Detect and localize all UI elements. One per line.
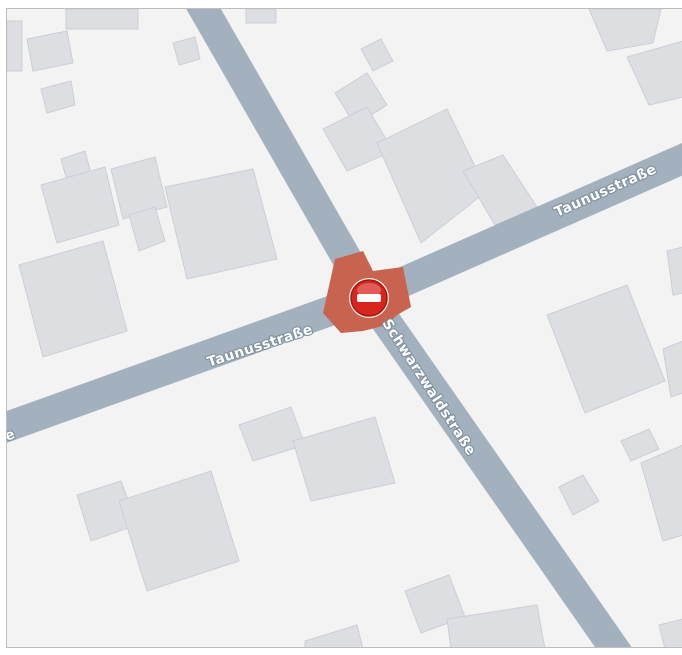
roads (7, 9, 682, 648)
building (558, 474, 600, 516)
building (164, 168, 278, 280)
road-taunusstrasse-east[interactable] (362, 142, 682, 311)
building (666, 246, 682, 296)
building (360, 38, 394, 72)
map-view[interactable]: Taunusstraße Taunusstraße Taunusstraße T… (6, 8, 682, 648)
building (640, 444, 682, 542)
building (334, 72, 388, 126)
road-taunusstrasse-west[interactable] (7, 282, 375, 443)
building (546, 284, 666, 414)
building (40, 80, 76, 114)
map-canvas[interactable]: Taunusstraße Taunusstraße Taunusstraße T… (7, 9, 682, 648)
building (7, 20, 23, 72)
building (110, 156, 168, 220)
building (172, 36, 201, 66)
building (245, 9, 277, 24)
building (658, 618, 682, 647)
building (626, 40, 682, 106)
street-label-edge-fragment: e (7, 426, 18, 445)
building (662, 340, 682, 398)
building (128, 206, 166, 252)
building (304, 624, 364, 647)
building (40, 166, 120, 244)
buildings (7, 9, 682, 647)
building (446, 604, 546, 647)
building (18, 240, 128, 358)
building (588, 9, 662, 52)
building (292, 416, 396, 502)
building (118, 470, 240, 592)
road-schwarzwaldstrasse-south[interactable] (356, 288, 632, 648)
building (65, 9, 139, 30)
building (26, 30, 74, 72)
street-label-halo: e (7, 426, 18, 445)
road-schwarzwaldstrasse-north[interactable] (186, 9, 383, 305)
no-entry-icon[interactable] (349, 278, 389, 318)
building (620, 428, 660, 462)
